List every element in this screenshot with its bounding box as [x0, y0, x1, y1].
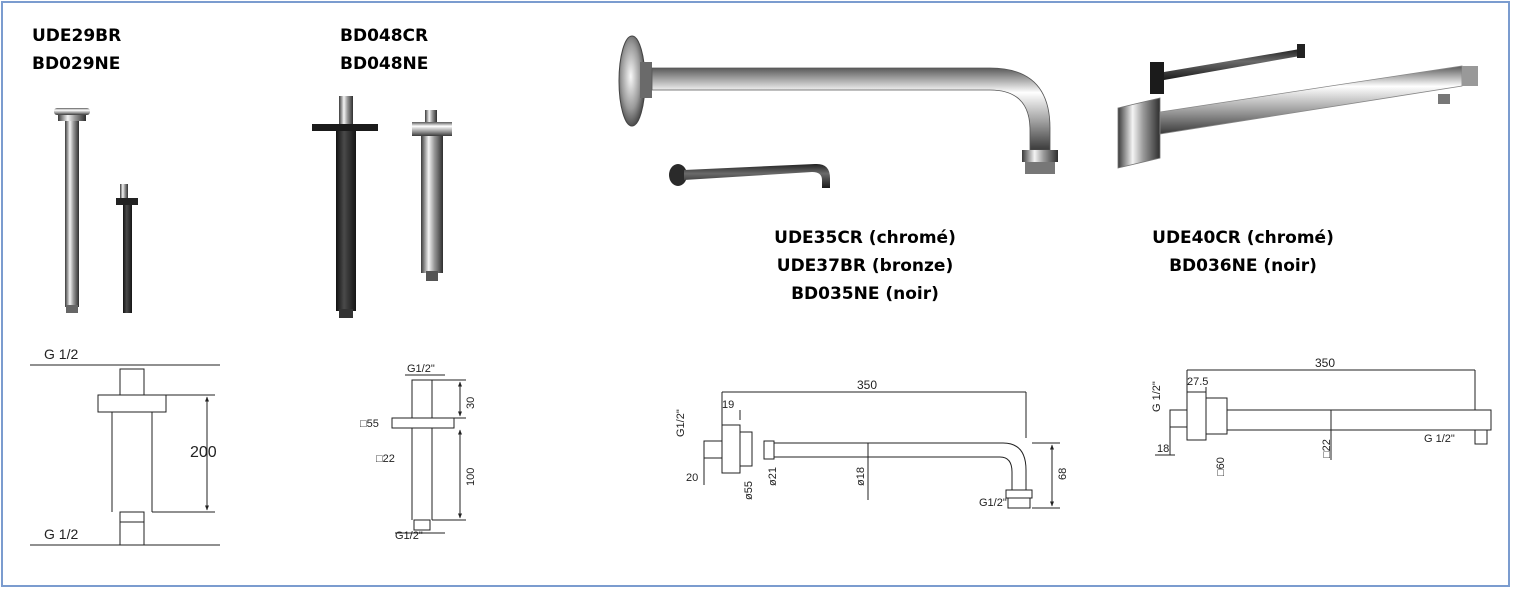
dim-flange-depth: 19 — [722, 399, 734, 411]
wall-arm-curved-chrome-image — [618, 35, 1058, 174]
product-code: UDE40CR (chromé) — [1152, 228, 1334, 248]
product-label-bd048: BD048CR BD048NE — [340, 22, 428, 78]
product-code: BD035NE (noir) — [791, 284, 939, 304]
dim-thread-bottom: G 1/2 — [44, 526, 78, 542]
dim-thread-top: G 1/2 — [44, 346, 78, 362]
dim-thread-wall: G1/2" — [675, 409, 687, 437]
dim-tube: □22 — [376, 453, 395, 465]
dim-flange: ø55 — [743, 481, 755, 500]
wall-arm-square-chrome-image — [1117, 65, 1478, 169]
ceiling-arm-round-black-image — [116, 184, 138, 313]
dim-thread-bottom: G1/2" — [395, 530, 423, 542]
dim-thread-wall: G 1/2" — [1151, 381, 1163, 412]
wall-arm-square-black-image — [1150, 44, 1305, 94]
dim-length: 350 — [1315, 356, 1335, 370]
product-label-ude29br: UDE29BR BD029NE — [32, 22, 121, 78]
technical-drawing-ude35 — [703, 391, 1060, 509]
product-code: BD048NE — [340, 54, 429, 74]
dim-wall: 18 — [1157, 443, 1169, 455]
product-code: UDE29BR — [32, 26, 122, 46]
product-code: UDE37BR (bronze) — [776, 256, 954, 276]
technical-drawing-bd048 — [391, 374, 466, 534]
product-label-ude40: UDE40CR (chromé) BD036NE (noir) — [1128, 224, 1358, 280]
ceiling-arm-square-black-image — [312, 96, 378, 318]
dim-drop: 68 — [1057, 468, 1069, 480]
dim-pipe-start: ø21 — [767, 467, 779, 486]
dim-flange-depth: 27.5 — [1187, 376, 1208, 388]
technical-drawing-ude40 — [1155, 369, 1492, 460]
dim-length: 350 — [857, 378, 877, 392]
dim-length: 100 — [465, 468, 477, 486]
ceiling-arm-square-chrome-image — [412, 110, 452, 281]
ceiling-arm-round-chrome-image — [54, 108, 90, 313]
technical-drawing-ude29 — [30, 364, 220, 546]
product-code: BD036NE (noir) — [1169, 256, 1317, 276]
dim-thread-top: G1/2" — [407, 363, 435, 375]
product-code: BD048CR — [340, 26, 429, 46]
dim-top: 30 — [465, 397, 477, 409]
product-code: BD029NE — [32, 54, 121, 74]
wall-arm-curved-black-image — [669, 163, 830, 188]
dim-tube: □22 — [1321, 439, 1333, 458]
dim-plate: □60 — [1215, 457, 1227, 476]
dim-wall: 20 — [686, 472, 698, 484]
dim-pipe: ø18 — [855, 467, 867, 486]
dim-plate: □55 — [360, 418, 379, 430]
dim-thread-end: G 1/2" — [1424, 433, 1455, 445]
dim-length: 200 — [190, 444, 217, 461]
product-label-ude35: UDE35CR (chromé) UDE37BR (bronze) BD035N… — [745, 224, 985, 308]
dim-thread-end: G1/2" — [979, 497, 1007, 509]
product-code: UDE35CR (chromé) — [774, 228, 956, 248]
